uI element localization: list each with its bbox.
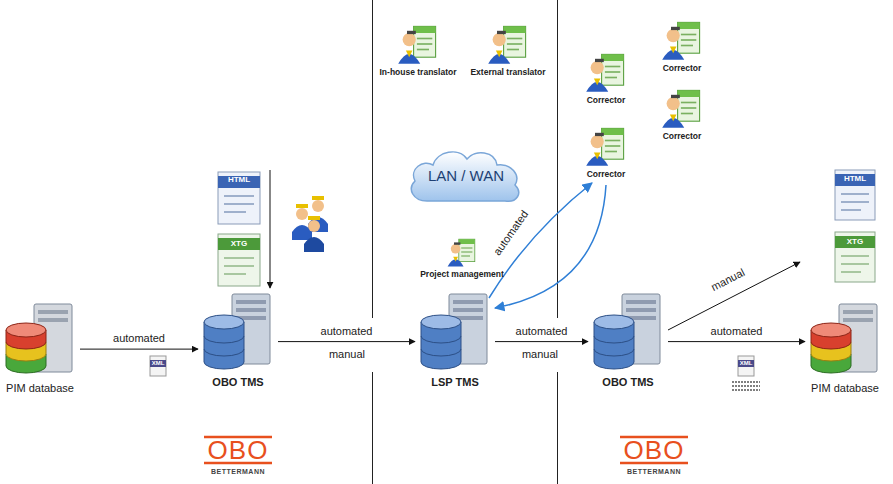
input-arrow — [270, 170, 271, 288]
logo-text: OBO — [624, 436, 685, 464]
node-icon — [584, 124, 628, 168]
obo-logo — [204, 437, 688, 463]
node-label: OBO TMS — [602, 376, 653, 389]
edge-note: manual — [522, 348, 558, 361]
doc-type: HTML — [844, 174, 866, 184]
node-label: PIM database — [6, 382, 74, 395]
node-label: Corrector — [587, 169, 626, 179]
node-label: LSP TMS — [431, 376, 478, 389]
node-label: External translator — [470, 67, 545, 77]
role-icon: Corrector — [660, 86, 704, 141]
person-icon — [446, 236, 478, 268]
xml-file-icon — [150, 356, 166, 376]
html-doc-icon — [835, 170, 875, 220]
node-icon — [486, 22, 530, 66]
edge-label: automated — [320, 324, 374, 337]
server-icon — [202, 292, 274, 372]
tms-server: LSP TMS — [419, 292, 491, 389]
file-type: XML — [152, 359, 165, 367]
server-icon — [419, 292, 491, 372]
node-icon — [446, 236, 478, 268]
database-icon — [809, 302, 881, 378]
pim-database: PIM database — [4, 302, 76, 395]
tms-server: OBO TMS — [592, 292, 664, 389]
node-label: OBO TMS — [212, 376, 263, 389]
flow-arrow — [495, 341, 588, 342]
doc-type: HTML — [228, 175, 250, 185]
person-icon — [486, 22, 530, 66]
edge-label: automated — [515, 324, 569, 337]
role-icon: Corrector — [660, 18, 704, 73]
file-type: XML — [740, 359, 753, 367]
xml-file-icon — [732, 356, 760, 390]
node-icon — [592, 292, 664, 372]
node-icon — [660, 18, 704, 62]
edge-note: manual — [329, 348, 365, 361]
node-label: Corrector — [663, 131, 702, 141]
role-icon: Corrector — [584, 124, 628, 179]
xtg-doc-icon — [218, 234, 260, 286]
node-label: Corrector — [663, 63, 702, 73]
person-icon — [584, 124, 628, 168]
database-icon — [4, 302, 76, 378]
node-label: Corrector — [587, 95, 626, 105]
role-icon: External translator — [470, 22, 545, 77]
node-icon — [660, 86, 704, 130]
html-doc-icon — [218, 172, 260, 224]
person-icon — [660, 18, 704, 62]
tms-server: OBO TMS — [202, 292, 274, 389]
xtg-doc-icon — [835, 232, 875, 282]
node-label: PIM database — [811, 382, 879, 395]
logo-text: OBO — [208, 436, 269, 464]
doc-type: XTG — [847, 237, 863, 247]
node-label: Project management — [420, 269, 504, 279]
network-cloud: LAN / WAN — [405, 143, 527, 207]
node-icon — [419, 292, 491, 372]
flow-arrow — [495, 185, 606, 308]
node-icon — [584, 50, 628, 94]
manual-arrow — [668, 262, 800, 330]
node-icon — [396, 22, 440, 66]
person-icon — [660, 86, 704, 130]
node-icon — [4, 302, 76, 378]
flow-arrow — [278, 341, 415, 342]
doc-type: XTG — [231, 239, 247, 249]
node-icon — [202, 292, 274, 372]
flow-arrow — [668, 341, 805, 342]
logo-subtext: BETTERMANN — [211, 467, 265, 476]
node-label: LAN / WAN — [405, 143, 527, 207]
role-icon: In-house translator — [380, 22, 457, 77]
edge-label: automated — [710, 324, 764, 337]
role-icon: Project management — [420, 236, 504, 279]
pim-database: PIM database — [809, 302, 881, 395]
person-icon — [396, 22, 440, 66]
role-icon: Corrector — [584, 50, 628, 105]
people-icon — [292, 196, 328, 252]
edge-label: automated — [112, 332, 166, 345]
node-icon — [809, 302, 881, 378]
flow-arrow — [80, 349, 198, 350]
server-icon — [592, 292, 664, 372]
person-icon — [584, 50, 628, 94]
edge-label: automated — [490, 207, 532, 259]
logo-subtext: BETTERMANN — [627, 467, 681, 476]
edge-note: manual — [709, 266, 747, 294]
node-label: In-house translator — [380, 67, 457, 77]
